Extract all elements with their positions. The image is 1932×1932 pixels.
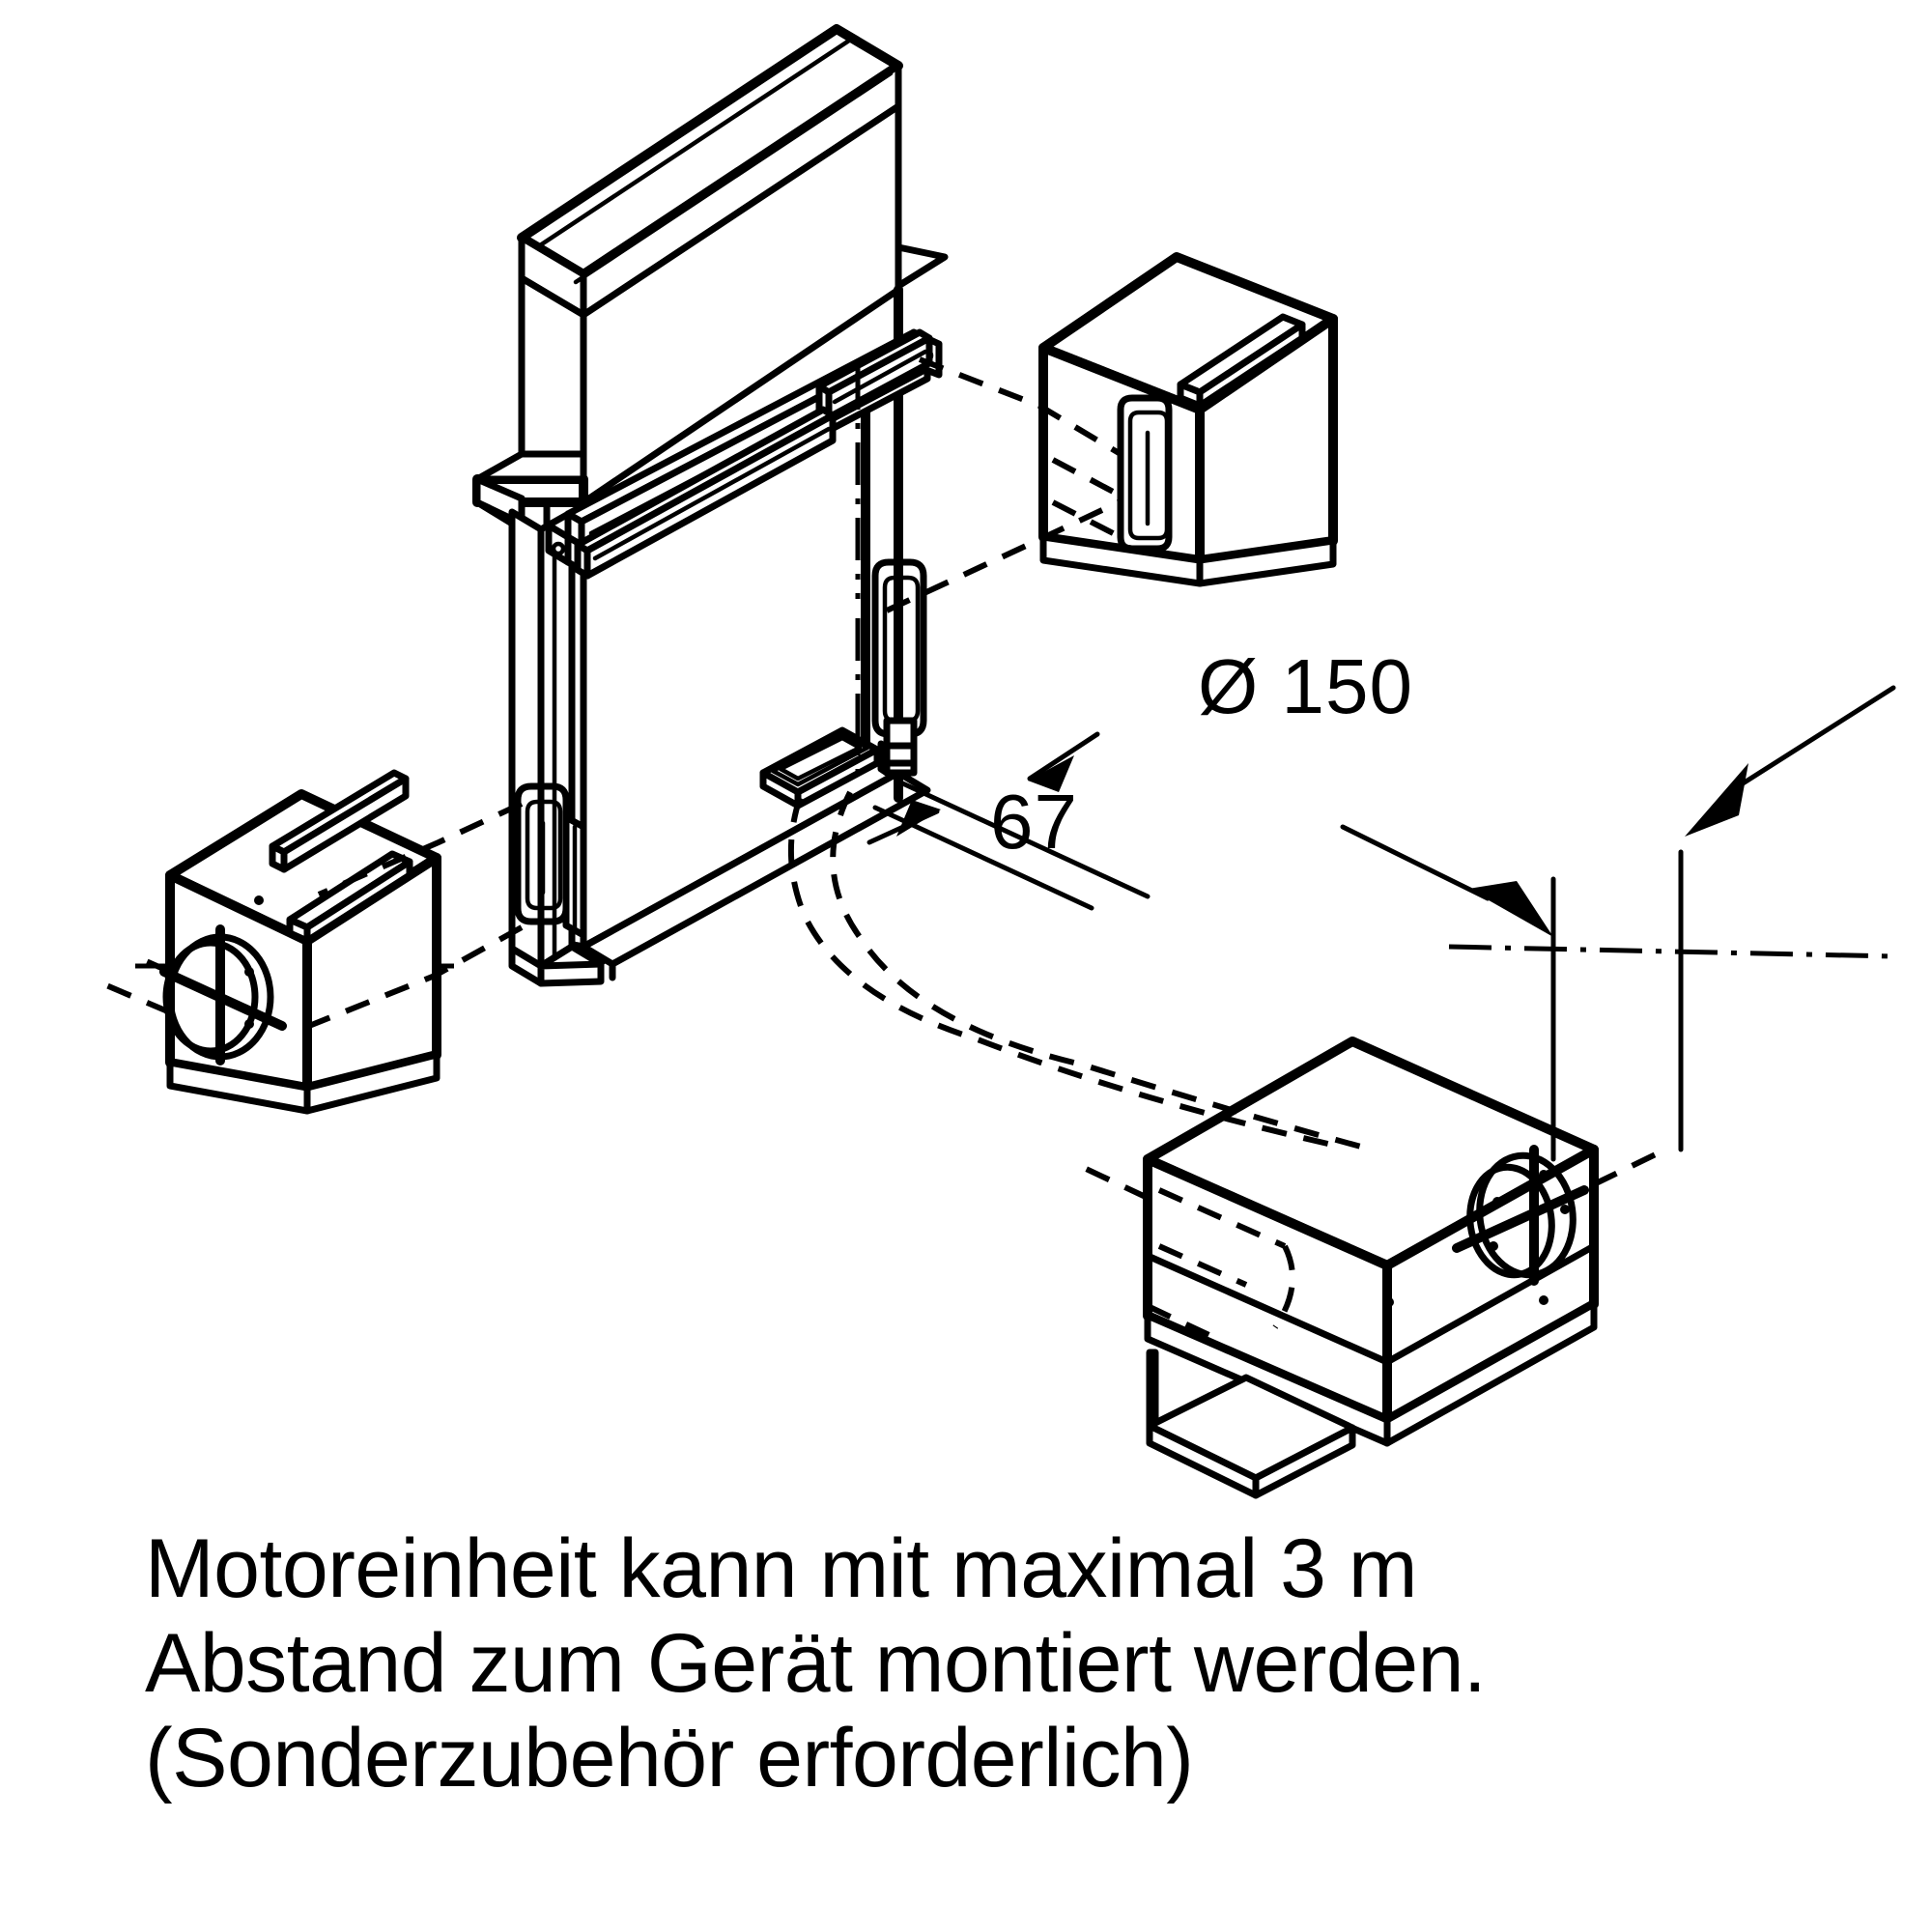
mounting-bracket-left xyxy=(514,782,587,939)
dimension-67 xyxy=(867,731,1151,911)
caption-block: Motoreinheit kann mit maximal 3 m Abstan… xyxy=(145,1521,1787,1805)
centerline-right-duct xyxy=(1448,944,1894,959)
caption-line-1: Motoreinheit kann mit maximal 3 m xyxy=(145,1522,1417,1615)
motor-unit-top-right xyxy=(1038,252,1338,587)
mounting-rail-short-left xyxy=(574,406,837,580)
caption-line-3: (Sonderzubehör erforderlich) xyxy=(145,1712,1194,1804)
mounting-bracket-right xyxy=(871,558,927,777)
dimension-150 xyxy=(1340,685,1896,1162)
dimension-label-diameter-150: Ø 150 xyxy=(1198,643,1413,729)
motor-unit-bottom-left xyxy=(133,769,441,1115)
dimension-label-67: 67 xyxy=(990,779,1078,865)
motor-unit-bottom-right xyxy=(1143,1037,1599,1499)
duct-routing-paths xyxy=(104,356,1663,1201)
caption-line-2: Abstand zum Gerät montiert werden. xyxy=(145,1617,1487,1710)
